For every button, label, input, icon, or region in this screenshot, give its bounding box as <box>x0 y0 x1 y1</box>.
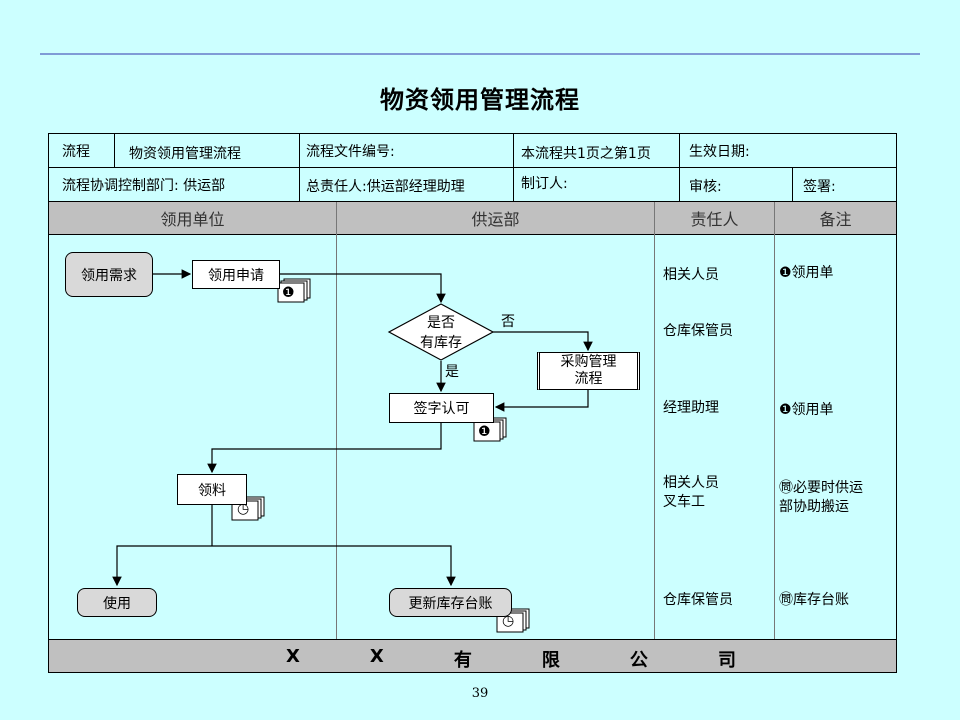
remark-2: ❶领用单 <box>779 402 834 418</box>
responsible-5: 仓库保管员 <box>663 592 733 608</box>
doc-number-label: 流程文件编号: <box>306 144 395 160</box>
header-row-divider <box>48 167 897 168</box>
remark-3: ㉄必要时供运 部协助搬运 <box>779 479 863 517</box>
node-requisition-apply[interactable]: 领用申请 <box>192 260 280 289</box>
effective-date-label: 生效日期: <box>689 144 750 160</box>
header-col-2 <box>299 134 300 201</box>
header-col-4 <box>679 134 680 201</box>
page-title: 物资领用管理流程 <box>380 86 580 114</box>
lane-header-requesting-unit: 领用单位 <box>49 202 336 234</box>
document-stack-icon <box>277 278 311 303</box>
footer-char: 公 <box>629 650 648 671</box>
process-owner: 总责任人:供运部经理助理 <box>306 179 465 195</box>
responsible-2: 仓库保管员 <box>663 323 733 339</box>
responsible-1: 相关人员 <box>663 267 719 283</box>
header-bottom-divider <box>48 201 897 202</box>
page-number: 39 <box>471 686 489 701</box>
page-info: 本流程共1页之第1页 <box>521 146 651 162</box>
author-label: 制订人: <box>521 176 568 192</box>
header-col-3 <box>513 134 514 201</box>
remark-4: ㉄库存台账 <box>779 592 849 608</box>
decision-line-1: 是否 <box>427 315 455 331</box>
branch-label-no: 否 <box>501 314 515 330</box>
remark-3-line-2: 部协助搬运 <box>779 499 849 515</box>
footer-char: 司 <box>717 650 736 671</box>
footer-divider <box>48 639 897 640</box>
header-col-5 <box>792 168 793 201</box>
process-label: 流程 <box>62 144 90 160</box>
process-table <box>48 133 897 673</box>
lane-divider-1 <box>336 202 337 639</box>
lane-header-responsible: 责任人 <box>655 202 774 234</box>
footer-char: 有 <box>453 650 472 671</box>
remark-1: ❶领用单 <box>779 265 834 281</box>
decision-text[interactable]: 是否 <box>421 314 461 332</box>
lane-header-supply-dept: 供运部 <box>337 202 654 234</box>
decision-diamond <box>387 303 495 361</box>
lane-header-remarks: 备注 <box>775 202 896 234</box>
branch-label-yes: 是 <box>445 364 459 380</box>
responsible-3: 经理助理 <box>663 400 719 416</box>
doc-marker-1-icon: ❶ <box>478 424 491 440</box>
footer-char: 限 <box>541 650 560 671</box>
doc-marker-1-icon: ❶ <box>282 285 295 301</box>
node-purchase-process[interactable]: 采购管理 流程 <box>537 352 640 390</box>
footer-char: X <box>286 646 300 667</box>
clock-marker-icon: ◷ <box>502 613 515 629</box>
footer-bar <box>49 640 896 672</box>
responsible-4: 相关人员 叉车工 <box>663 474 719 512</box>
lane-header-divider <box>48 234 897 235</box>
clock-marker-icon: ◷ <box>237 501 250 517</box>
lane-divider-3 <box>774 202 775 639</box>
responsible-4-line-1: 相关人员 <box>663 475 719 491</box>
footer-company-name: X X 有 限 公 司 <box>286 646 736 672</box>
lane-divider-2 <box>654 202 655 639</box>
node-use[interactable]: 使用 <box>77 588 157 617</box>
decision-text-2: 有库存 <box>420 335 462 351</box>
coordination-dept: 流程协调控制部门: 供运部 <box>62 178 226 194</box>
process-name: 物资领用管理流程 <box>129 146 241 162</box>
remark-3-line-1: ㉄必要时供运 <box>779 480 863 496</box>
sign-label: 签署: <box>803 179 836 195</box>
top-divider <box>40 53 920 55</box>
node-approve[interactable]: 签字认可 <box>389 393 494 423</box>
node-requisition-need[interactable]: 领用需求 <box>65 252 153 297</box>
review-label: 审核: <box>689 179 722 195</box>
purchase-line-1: 采购管理 <box>560 354 617 370</box>
footer-char: X <box>369 646 384 667</box>
purchase-line-2: 流程 <box>574 371 603 387</box>
responsible-4-line-2: 叉车工 <box>663 494 705 510</box>
node-update-ledger[interactable]: 更新库存台账 <box>389 588 512 617</box>
header-col-1 <box>114 134 115 167</box>
node-issue-material[interactable]: 领料 <box>177 474 247 505</box>
